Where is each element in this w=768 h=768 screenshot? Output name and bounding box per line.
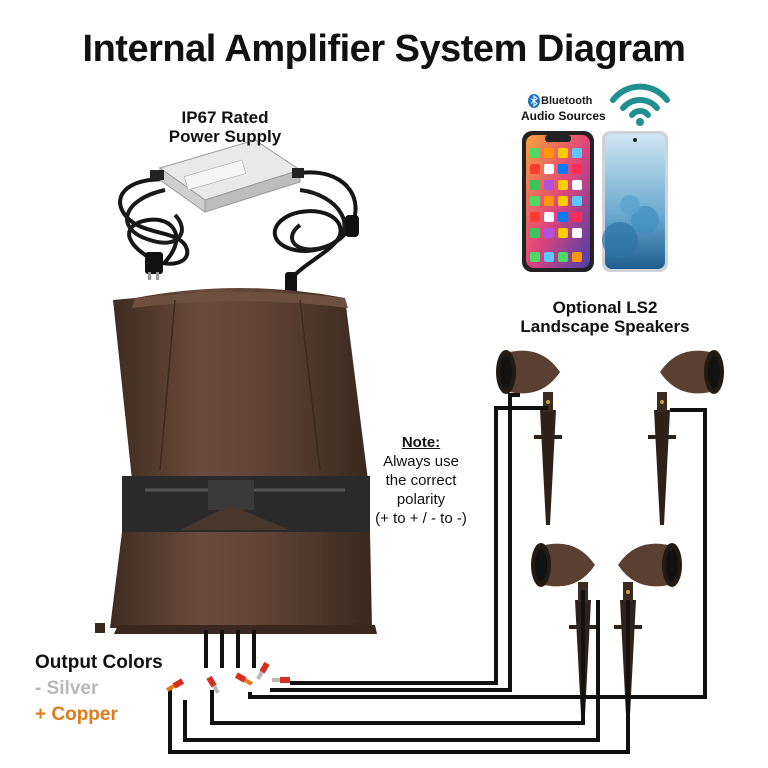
wire-terminal <box>206 675 220 694</box>
power-supply-label-line2: Power Supply <box>168 127 282 146</box>
power-supply-label-line1: IP67 Rated <box>181 108 269 127</box>
output-colors-heading: Output Colors <box>35 652 163 673</box>
power-supply <box>118 139 359 298</box>
note-line2: the correct <box>385 472 457 489</box>
wire-terminal <box>234 672 253 686</box>
wire-terminals <box>166 661 290 694</box>
wire-terminal <box>272 677 290 683</box>
landscape-label-line2: Landscape Speakers <box>520 317 690 336</box>
landscape-speakers-label: Optional LS2 Landscape Speakers <box>490 298 720 336</box>
audio-sources-label: Audio Sources <box>521 109 606 123</box>
note-line4: (+ to + / - to -) <box>375 510 467 527</box>
bluetooth-brand: Bluetooth <box>541 95 593 107</box>
main-speaker <box>95 288 377 634</box>
page-title: Internal Amplifier System Diagram <box>82 28 686 70</box>
note-line3: polarity <box>396 491 446 508</box>
wire-terminal <box>256 661 270 680</box>
landscape-speaker <box>496 350 562 525</box>
app-grid <box>530 148 582 262</box>
landscape-speaker <box>614 543 682 715</box>
speaker-wires <box>168 393 707 754</box>
polarity-note: Note: Always use the correct polarity (+… <box>360 433 482 528</box>
note-line1: Always use <box>383 453 459 470</box>
silver-legend: - Silver <box>35 678 99 699</box>
landscape-speaker <box>648 350 724 525</box>
bluetooth-icon <box>528 94 540 108</box>
power-supply-label: IP67 Rated Power Supply <box>140 108 310 146</box>
landscape-label-line1: Optional LS2 <box>552 298 658 317</box>
note-heading: Note: <box>401 434 441 451</box>
copper-legend: + Copper <box>35 704 118 725</box>
landscape-speaker <box>531 543 597 715</box>
output-colors-legend: Output Colors - Silver + Copper <box>35 650 163 728</box>
wire-terminal <box>166 678 185 692</box>
wireless-signal-icon <box>610 83 670 126</box>
android-phone <box>602 131 668 272</box>
